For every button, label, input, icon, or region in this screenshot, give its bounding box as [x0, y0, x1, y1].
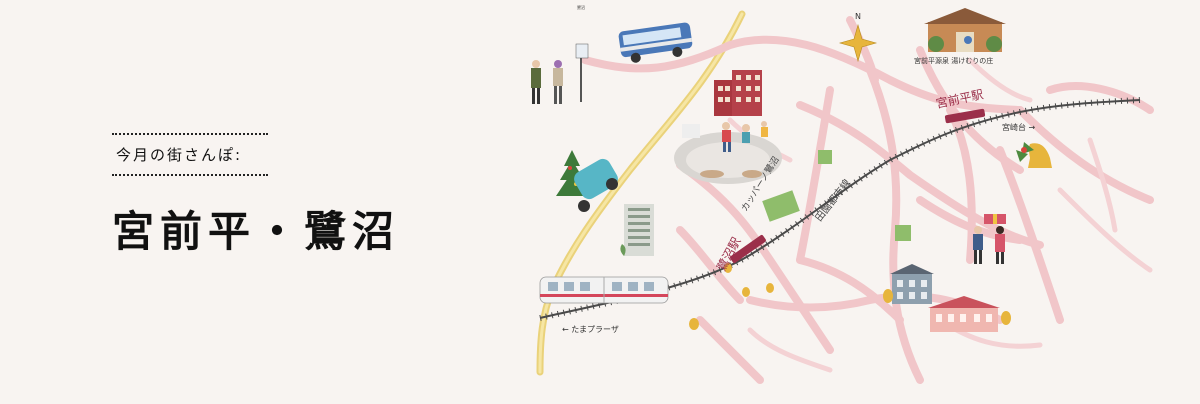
miyamaedaira-station-marker — [944, 108, 986, 124]
small-trees — [689, 263, 1011, 330]
bell-ornament — [1016, 142, 1052, 168]
pink-house — [928, 296, 1000, 332]
road-14 — [916, 196, 1024, 244]
river-highlight — [538, 12, 744, 374]
road-3 — [676, 161, 834, 354]
people-pair — [531, 60, 563, 104]
dotted-rule-top — [112, 133, 268, 135]
map-canvas: 鷺沼 — [531, 4, 1154, 384]
park-1 — [762, 190, 800, 222]
compass-rose — [838, 23, 878, 63]
road-11 — [696, 316, 764, 384]
park-2 — [818, 150, 832, 164]
bus — [618, 22, 693, 63]
onsen-building — [924, 8, 1006, 52]
kicker-text: 今月の街さんぽ: — [116, 146, 243, 164]
road-8 — [1016, 106, 1154, 204]
title-block: 今月の街さんぽ: — [112, 133, 270, 176]
illustrated-map: 鷺沼 — [500, 0, 1200, 400]
onsen-label: 宮前平源泉 湯けむりの庄 — [914, 56, 993, 65]
tower-building — [620, 204, 654, 256]
saginuma-station-marker — [730, 235, 766, 263]
den-en-toshi-line-label: 田園都市線 — [812, 176, 853, 223]
road-7 — [946, 106, 976, 264]
grey-house — [890, 264, 934, 304]
miyazakidai-label: 宮崎台 → — [1002, 122, 1036, 132]
roads — [581, 16, 1154, 384]
road-13 — [1046, 82, 1154, 114]
minor-roads — [727, 57, 1153, 373]
park-3 — [895, 225, 911, 241]
road-2 — [796, 101, 1044, 249]
dotted-rule-bottom — [112, 174, 268, 176]
bus-stop-label: 鷺沼 — [577, 4, 585, 10]
road-4 — [796, 86, 834, 264]
page-title: 宮前平・鷺沼 — [112, 207, 401, 256]
bus-stop — [575, 43, 589, 102]
car-with-tree — [556, 150, 618, 212]
road-9 — [996, 146, 1064, 324]
plaza-skating — [674, 121, 782, 184]
road-15 — [676, 226, 744, 304]
north-label: N — [855, 12, 861, 21]
road-16 — [846, 16, 879, 84]
railway — [539, 99, 1141, 319]
red-apartment — [714, 70, 762, 116]
train — [539, 276, 669, 304]
people-with-gift — [973, 214, 1006, 264]
tama-plaza-label: ← たまプラーザ — [562, 325, 619, 334]
road-12 — [796, 256, 904, 324]
